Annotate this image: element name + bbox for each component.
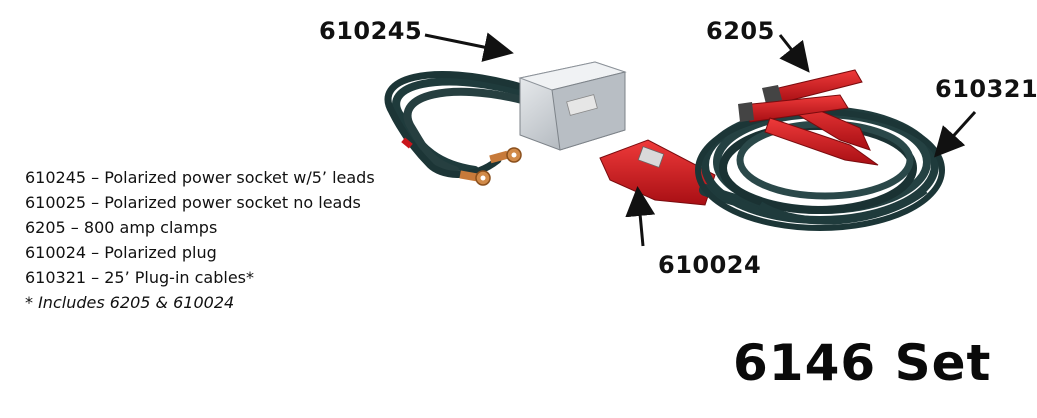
legend-note: * Includes 6205 & 610024 — [25, 293, 235, 312]
clamps — [738, 69, 879, 166]
callout-610245: 610245 — [319, 17, 423, 45]
clamp-lower — [738, 94, 879, 166]
copper-lug-2 — [459, 170, 491, 186]
copper-lug-1 — [489, 147, 522, 164]
callout-610321: 610321 — [935, 75, 1037, 103]
parts-legend: 610245 – Polarized power socket w/5’ lea… — [25, 165, 375, 315]
set-title: 6146 Set — [733, 334, 992, 392]
socket-box — [518, 61, 627, 151]
callout-610024: 610024 — [658, 251, 762, 279]
arrow-610245 — [424, 32, 514, 62]
arrow-610321 — [933, 110, 977, 158]
legend-line: 610025 – Polarized power socket no leads — [25, 193, 361, 212]
legend-line: 6205 – 800 amp clamps — [25, 218, 218, 237]
legend-line: 610321 – 25’ Plug-in cables* — [25, 268, 254, 287]
arrow-6205 — [778, 34, 810, 73]
arrow-610024 — [625, 186, 656, 247]
legend-line: 610245 – Polarized power socket w/5’ lea… — [25, 168, 375, 187]
callout-6205: 6205 — [706, 17, 775, 45]
power-socket-with-leads — [384, 61, 627, 186]
legend-line: 610024 – Polarized plug — [25, 243, 217, 262]
